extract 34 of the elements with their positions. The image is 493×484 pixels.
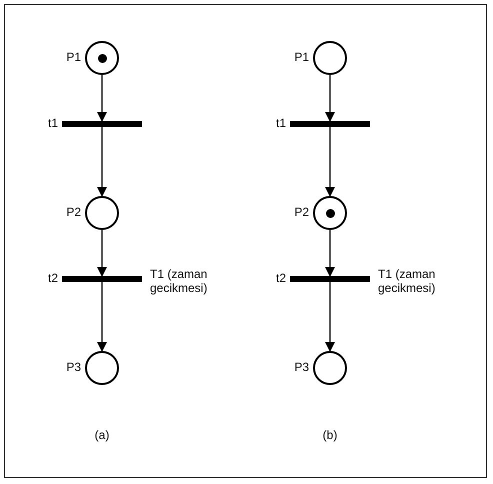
arrow xyxy=(325,127,335,197)
delay-note: T1 (zaman gecikmesi) xyxy=(378,267,436,295)
place-circle xyxy=(85,351,119,385)
transition-bar xyxy=(62,121,142,127)
place-label: P1 xyxy=(65,50,81,64)
place-circle xyxy=(313,351,347,385)
transition-label: t2 xyxy=(274,271,286,285)
arrow xyxy=(97,75,107,122)
arrow xyxy=(97,282,107,352)
panel-label: (a) xyxy=(94,428,110,442)
arrow xyxy=(325,282,335,352)
transition-bar xyxy=(62,276,142,282)
transition-label: t2 xyxy=(46,271,58,285)
place-circle xyxy=(85,196,119,230)
token-dot xyxy=(98,54,106,62)
place-label: P2 xyxy=(65,205,81,219)
transition-bar xyxy=(290,121,370,127)
arrow xyxy=(97,230,107,277)
place-label: P3 xyxy=(293,360,309,374)
place-label: P2 xyxy=(293,205,309,219)
transition-bar xyxy=(290,276,370,282)
place-label: P1 xyxy=(293,50,309,64)
transition-label: t1 xyxy=(274,116,286,130)
arrow xyxy=(325,230,335,277)
place-circle xyxy=(85,41,119,75)
panel-label: (b) xyxy=(322,428,338,442)
token-dot xyxy=(326,208,334,218)
delay-note: T1 (zaman gecikmesi) xyxy=(150,267,208,295)
place-circle xyxy=(313,196,347,230)
arrow xyxy=(325,75,335,122)
place-circle xyxy=(313,41,347,75)
place-label: P3 xyxy=(65,360,81,374)
arrow xyxy=(97,127,107,197)
transition-label: t1 xyxy=(46,116,58,130)
